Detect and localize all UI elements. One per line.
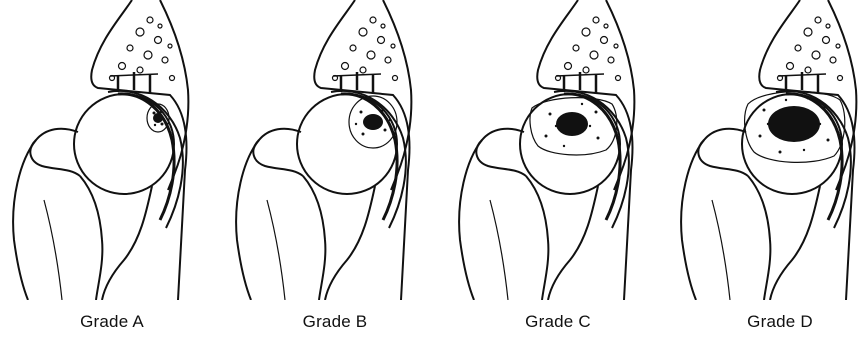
panel-label: Grade D	[668, 312, 862, 332]
femur-shaft	[681, 129, 820, 300]
necrotic-lesion	[745, 91, 845, 162]
panel-grade-a: Grade A	[0, 0, 224, 339]
hip-joint-illustration	[223, 0, 447, 300]
panel-label: Grade C	[446, 312, 670, 332]
femoral-head	[520, 94, 620, 194]
femur-shaft	[13, 129, 152, 300]
panel-label: Grade B	[223, 312, 447, 332]
hip-joint-illustration	[0, 0, 224, 300]
femur-shaft	[236, 129, 375, 300]
cancellous-bone-pattern	[556, 17, 621, 81]
hip-joint-illustration	[668, 0, 862, 300]
panel-label: Grade A	[0, 312, 224, 332]
panel-grade-d: Grade D	[668, 0, 862, 339]
femoral-head	[74, 94, 174, 194]
cancellous-bone-pattern	[333, 17, 398, 81]
panel-grade-c: Grade C	[446, 0, 670, 339]
cancellous-bone-pattern	[778, 17, 843, 81]
panel-grade-b: Grade B	[223, 0, 447, 339]
cancellous-bone-pattern	[110, 17, 175, 81]
hip-joint-illustration	[446, 0, 670, 300]
